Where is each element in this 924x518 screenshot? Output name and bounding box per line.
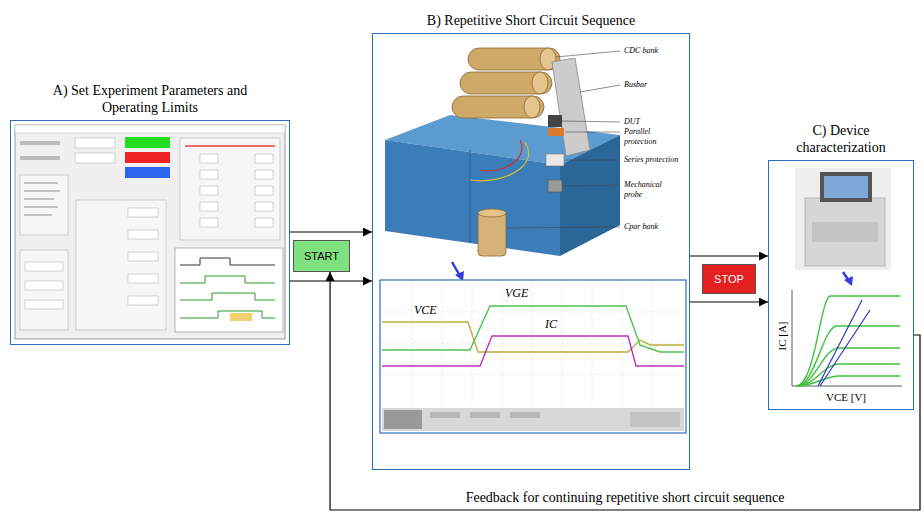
- iv-curves: [792, 290, 902, 386]
- connector-label: Feedback for continuing repetitive short…: [463, 490, 788, 506]
- signal-label: IC: [545, 318, 557, 332]
- curve-tracer-photo: [795, 168, 891, 270]
- axis-label: IC [A]: [776, 321, 789, 350]
- test-rig-photo: [385, 48, 620, 256]
- button-label: STOP: [714, 273, 744, 286]
- signal-label: VCE: [414, 304, 437, 318]
- panel-heading: C) Device characterization: [781, 122, 901, 156]
- part-label: Cpar bank: [624, 222, 658, 232]
- leader-line: [507, 51, 620, 228]
- part-label: Busbar: [624, 80, 647, 90]
- stage-panel: C) Device characterization: [768, 160, 914, 410]
- stage-panel: A) Set Experiment Parameters and Operati…: [10, 120, 290, 345]
- gui-screenshot: [15, 125, 285, 339]
- panel-heading: A) Set Experiment Parameters and Operati…: [53, 82, 248, 116]
- flow-connector: [290, 280, 372, 281]
- flow-connector: [690, 301, 768, 302]
- part-label: DUT: [624, 117, 640, 127]
- flow-connector: [690, 255, 768, 256]
- part-label: Parallel protection: [624, 127, 680, 146]
- flow-connector: [330, 272, 920, 510]
- axis-label: VCE [V]: [826, 391, 866, 404]
- flow-arrow: [844, 276, 853, 286]
- panel-heading: B) Repetitive Short Circuit Sequence: [427, 12, 635, 29]
- button-label: START: [304, 250, 339, 263]
- stage-panel: B) Repetitive Short Circuit Sequence: [372, 33, 690, 470]
- control-button: START: [293, 240, 350, 272]
- control-button: STOP: [702, 264, 756, 294]
- part-label: Series protection: [624, 155, 680, 165]
- part-label: Mechanical probe: [624, 180, 680, 199]
- oscilloscope-screenshot: [380, 280, 686, 433]
- flow-connector: [290, 231, 372, 232]
- part-label: CDC bank: [624, 46, 658, 56]
- signal-label: VGE: [505, 287, 528, 301]
